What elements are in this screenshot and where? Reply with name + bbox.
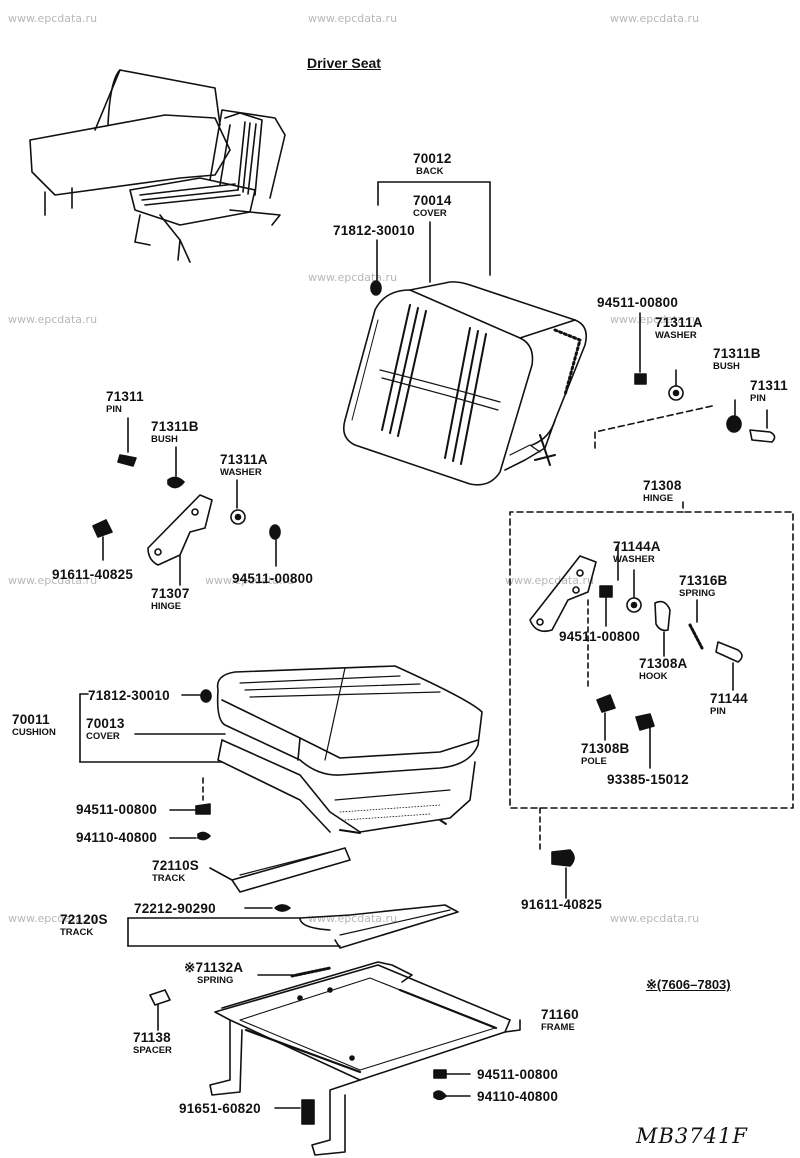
watermark: www.epcdata.ru bbox=[610, 12, 700, 25]
right-small-parts bbox=[594, 312, 776, 449]
part-name-pin-hook: PIN bbox=[710, 706, 726, 717]
page-title: Driver Seat bbox=[307, 55, 381, 71]
watermark: www.epcdata.ru bbox=[505, 574, 595, 587]
seat-frame-illustration bbox=[149, 961, 521, 1156]
part-number-back-hog-ring[interactable]: 71812-30010 bbox=[333, 223, 415, 238]
drawing-code: MB3741F bbox=[636, 1124, 748, 1148]
part-number-washer-hook[interactable]: 71144A bbox=[613, 539, 661, 554]
part-name-frame: FRAME bbox=[541, 1022, 575, 1033]
part-name-track-upper: TRACK bbox=[152, 873, 186, 884]
part-name-back-cover: COVER bbox=[413, 208, 447, 219]
part-number-bolt-left[interactable]: 91611-40825 bbox=[52, 567, 134, 582]
part-number-bolt-frame[interactable]: 91651-60820 bbox=[179, 1101, 261, 1116]
seat-cushion-illustration bbox=[216, 665, 483, 834]
part-number-bush-right[interactable]: 71311B bbox=[713, 346, 761, 361]
part-number-washer-left[interactable]: 71311A bbox=[220, 452, 268, 467]
part-number-nut-cushion[interactable]: 94511-00800 bbox=[76, 802, 158, 817]
part-number-washer-frame[interactable]: 94110-40800 bbox=[477, 1089, 559, 1104]
watermark: www.epcdata.ru bbox=[308, 12, 398, 25]
part-name-hook: HOOK bbox=[639, 671, 668, 682]
part-number-hinge-left[interactable]: 71307 bbox=[151, 586, 190, 601]
part-number-pin-right[interactable]: 71311 bbox=[750, 378, 788, 393]
part-number-bolt-right[interactable]: 91611-40825 bbox=[521, 897, 603, 912]
right-hinge-group bbox=[509, 501, 794, 899]
part-number-frame[interactable]: 71160 bbox=[541, 1007, 579, 1022]
part-number-bush-left[interactable]: 71311B bbox=[151, 419, 199, 434]
watermark: www.epcdata.ru bbox=[8, 574, 98, 587]
part-number-spring-hook[interactable]: 71316B bbox=[679, 573, 728, 588]
hog-ring-icon bbox=[370, 280, 382, 296]
part-number-nut-upper-right[interactable]: 94511-00800 bbox=[597, 295, 679, 310]
part-name-pin-right: PIN bbox=[750, 393, 766, 404]
part-number-back[interactable]: 70012 bbox=[413, 151, 452, 166]
watermark: www.epcdata.ru bbox=[8, 313, 98, 326]
part-name-pin-left: PIN bbox=[106, 404, 122, 415]
cushion-leaders bbox=[79, 689, 226, 841]
part-name-bush-left: BUSH bbox=[151, 434, 178, 445]
part-name-washer-hook: WASHER bbox=[613, 554, 655, 565]
part-name-hinge-right: HINGE bbox=[643, 493, 674, 504]
part-number-track-lower[interactable]: 72120S bbox=[60, 912, 108, 927]
part-name-hinge-left: HINGE bbox=[151, 601, 182, 612]
part-name-track-lower: TRACK bbox=[60, 927, 94, 938]
watermark: www.epcdata.ru bbox=[610, 313, 700, 326]
part-name-cushion: CUSHION bbox=[12, 727, 56, 738]
part-number-nut-hinge[interactable]: 94511-00800 bbox=[559, 629, 641, 644]
watermark: www.epcdata.ru bbox=[308, 912, 398, 925]
part-number-nut-left[interactable]: 94511-00800 bbox=[232, 571, 314, 586]
part-number-cushion[interactable]: 70011 bbox=[12, 712, 50, 727]
watermark: www.epcdata.ru bbox=[8, 12, 98, 25]
part-name-cushion-cover: COVER bbox=[86, 731, 120, 742]
part-number-spacer[interactable]: 71138 bbox=[133, 1030, 171, 1045]
part-number-back-cover[interactable]: 70014 bbox=[413, 193, 452, 208]
part-number-pin-left[interactable]: 71311 bbox=[106, 389, 144, 404]
part-number-frame-spring[interactable]: ※71132A bbox=[184, 960, 244, 975]
left-hinge-group bbox=[92, 417, 281, 586]
part-name-washer-right: WASHER bbox=[655, 330, 697, 341]
part-number-pin-hook[interactable]: 71144 bbox=[710, 691, 748, 706]
part-name-spacer: SPACER bbox=[133, 1045, 172, 1056]
part-name-back: BACK bbox=[416, 166, 444, 177]
part-number-hinge-right[interactable]: 71308 bbox=[643, 478, 682, 493]
watermark: www.epcdata.ru bbox=[8, 912, 98, 925]
part-number-screw-pole[interactable]: 93385-15012 bbox=[607, 772, 689, 787]
effectivity-note: ※(7606–7803) bbox=[646, 977, 731, 992]
seat-tracks bbox=[127, 847, 459, 949]
part-name-bush-right: BUSH bbox=[713, 361, 740, 372]
back-leaders bbox=[376, 181, 491, 283]
watermark: www.epcdata.ru bbox=[205, 574, 295, 587]
part-name-washer-left: WASHER bbox=[220, 467, 262, 478]
part-number-track-spring[interactable]: 72212-90290 bbox=[134, 901, 216, 916]
part-name-pole: POLE bbox=[581, 756, 607, 767]
part-number-cushion-hog-ring[interactable]: 71812-30010 bbox=[88, 688, 170, 703]
part-number-nut-frame[interactable]: 94511-00800 bbox=[477, 1067, 559, 1082]
part-number-cushion-cover[interactable]: 70013 bbox=[86, 716, 125, 731]
part-name-spring-hook: SPRING bbox=[679, 588, 716, 599]
part-number-track-upper[interactable]: 72110S bbox=[152, 858, 199, 873]
part-number-hook[interactable]: 71308A bbox=[639, 656, 688, 671]
part-number-washer-right[interactable]: 71311A bbox=[655, 315, 703, 330]
seat-back-illustration bbox=[342, 281, 588, 486]
watermark: www.epcdata.ru bbox=[610, 912, 700, 925]
part-name-frame-spring: SPRING bbox=[197, 975, 234, 986]
part-number-washer-cushion[interactable]: 94110-40800 bbox=[76, 830, 158, 845]
part-number-pole[interactable]: 71308B bbox=[581, 741, 630, 756]
vehicle-seats-overview bbox=[29, 69, 286, 263]
